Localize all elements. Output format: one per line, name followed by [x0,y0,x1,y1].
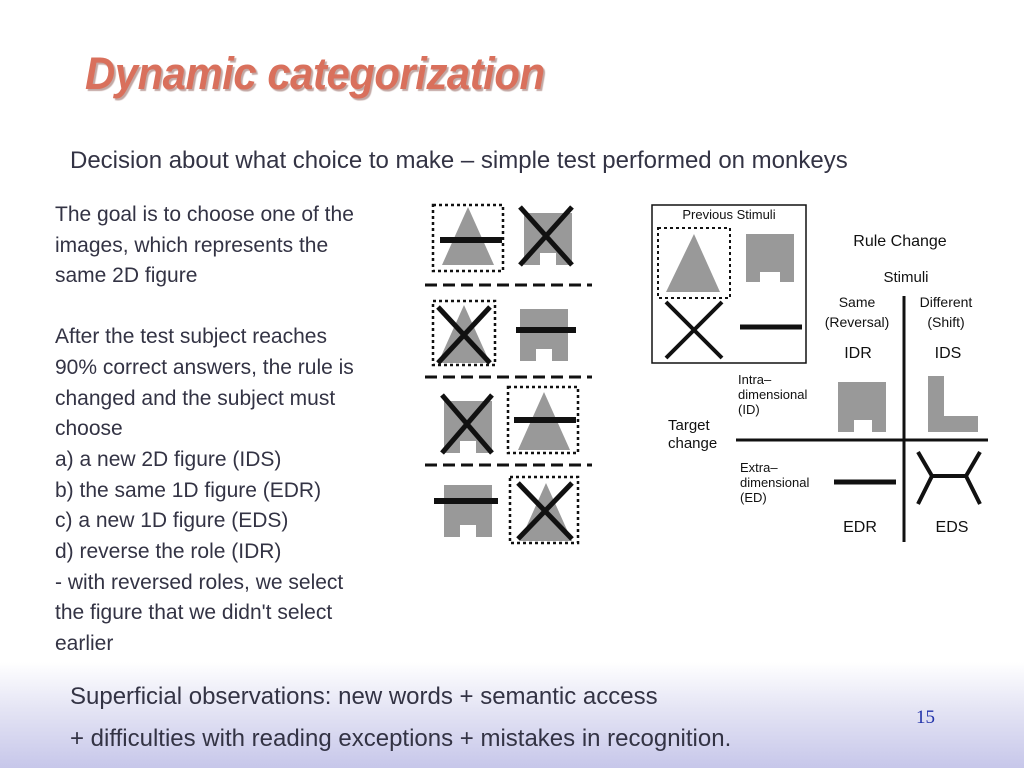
previous-stimuli-label: Previous Stimuli [682,207,775,222]
reversal-label: (Reversal) [825,314,890,330]
edr-label: EDR [843,519,877,536]
triangle-stimulus [666,234,720,292]
trial-2 [431,299,576,367]
shift-label: (Shift) [927,314,964,330]
eds-label: EDS [936,519,969,536]
different-label: Different [920,294,973,310]
body-line: d) reverse the role (IDR) [55,540,282,564]
target-change-label: Target [668,417,711,434]
selected-choice-box [506,385,580,455]
body-line: same 2D figure [55,264,198,288]
ids-label: IDS [935,345,962,362]
selected-choice-box [657,227,731,299]
extra-label: dimensional [740,475,809,490]
eds-bowtie-shape [916,450,982,505]
rule-change-diagram: Previous Stimuli Rule Change Stimuli Sam… [651,204,988,542]
trial-3 [440,385,580,455]
intra-label: dimensional [738,387,807,402]
body-line: the figure that we didn't select [55,601,333,625]
rule-change-label: Rule Change [853,233,947,250]
intra-label: Intra– [738,372,772,387]
previous-stimuli-box [651,204,807,364]
body-line: - with reversed roles, we select [55,570,344,594]
slide-subtitle: Decision about what choice to make – sim… [70,147,848,174]
body-line: choose [55,417,123,441]
intra-label: (ID) [738,402,760,417]
idr-square-shape [838,382,886,432]
slide-title: Dynamic categorization [85,48,545,99]
square-stimulus [746,234,794,282]
same-label: Same [839,294,876,310]
body-line: c) a new 1D figure (EDS) [55,509,289,533]
body-text: The goal is to choose one of the images,… [55,200,435,660]
page-number: 15 [916,707,935,728]
idr-label: IDR [844,345,872,362]
trial-4 [434,475,580,545]
selected-choice-box [508,475,580,545]
body-line: changed and the subject must [55,386,336,410]
body-line: earlier [55,632,114,656]
body-line: The goal is to choose one of the [55,203,354,226]
body-line: a) a new 2D figure (IDS) [55,447,282,471]
stimuli-label: Stimuli [883,269,928,286]
bottom-line-2: + difficulties with reading exceptions +… [70,725,732,752]
body-line: images, which represents the [55,233,329,257]
trial-sequence-figure [425,203,592,545]
body-line: After the test subject reaches [55,325,327,349]
selected-choice-box [431,299,497,367]
target-change-label: change [668,435,717,452]
selected-choice-box [431,203,505,273]
trial-1 [431,203,574,273]
ids-l-shape [928,376,978,432]
footer-gradient-band [0,662,1024,768]
body-line: 90% correct answers, the rule is [55,355,354,379]
extra-label: Extra– [740,460,778,475]
body-line: b) the same 1D figure (EDR) [55,478,322,502]
extra-label: (ED) [740,490,767,505]
bottom-line-1: Superficial observations: new words + se… [70,683,658,710]
